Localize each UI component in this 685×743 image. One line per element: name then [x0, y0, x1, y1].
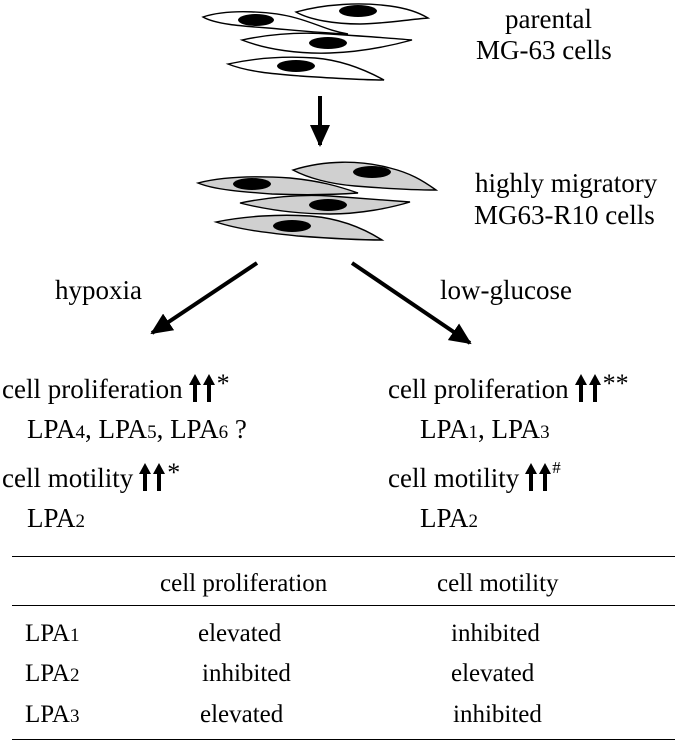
table-bottom-rule — [12, 739, 675, 740]
left-proliferation-label: cell proliferation — [2, 374, 183, 404]
left-proliferation-mark: * — [216, 369, 230, 398]
right-motility: cell motility # — [388, 459, 561, 496]
migratory-cell-4 — [213, 214, 385, 241]
right-motility-receptor: LPA2 — [420, 503, 479, 533]
right-motility-label: cell motility — [388, 463, 520, 493]
hypoxia-label: hypoxia — [55, 275, 142, 305]
left-motility: cell motility * — [2, 460, 180, 496]
table-row-1-proliferation: elevated — [198, 620, 282, 647]
table-row-2-motility: elevated — [451, 660, 535, 687]
table-row-3-label: LPA3 — [25, 701, 80, 728]
table-row-2-proliferation: inhibited — [202, 660, 291, 687]
table-header-motility: cell motility — [437, 570, 559, 597]
parental-cell-2 — [294, 3, 431, 25]
table-row-2-label: LPA2 — [25, 660, 80, 687]
double-up-arrow-icon — [139, 463, 166, 496]
table-header-proliferation: cell proliferation — [160, 570, 328, 597]
migratory-cells — [195, 161, 439, 241]
migratory-cells-label: MG63-R10 cells — [474, 200, 655, 230]
left-receptor-b: LPA5, — [98, 414, 171, 444]
parental-cell-3 — [239, 32, 413, 54]
migratory-cell-2 — [291, 161, 439, 191]
table-row-1-motility: inhibited — [451, 620, 540, 647]
left-receptor-a: LPA4, — [27, 414, 99, 444]
left-motility-receptor: LPA2 — [27, 503, 86, 533]
parental-label: parental — [505, 4, 592, 34]
left-motility-mark: * — [167, 458, 181, 487]
table-top-rule — [12, 556, 675, 557]
parental-cell-4 — [225, 56, 385, 81]
table-row-1-label: LPA1 — [25, 620, 80, 647]
right-receptor-b: LPA3 — [491, 414, 550, 444]
table-row-3-motility: inhibited — [453, 701, 542, 728]
right-receptor-a: LPA1, — [420, 414, 492, 444]
migratory-cell-1 — [195, 176, 359, 196]
left-receptor-c: LPA6 ? — [170, 414, 247, 444]
left-proliferation: cell proliferation * — [2, 371, 230, 407]
table-row-3-proliferation: elevated — [200, 701, 284, 728]
migratory-cell-3 — [239, 194, 411, 215]
parental-cells — [201, 3, 431, 81]
double-up-arrow-icon — [574, 374, 601, 407]
hypoxia-arrow — [150, 261, 259, 335]
left-receptors: LPA4, LPA5, LPA6 ? — [27, 416, 247, 443]
double-up-arrow-icon — [525, 463, 552, 496]
table-header-rule — [12, 605, 675, 606]
migratory-label: highly migratory — [475, 168, 658, 198]
right-motility-mark: # — [552, 458, 561, 477]
right-proliferation-mark: ** — [602, 369, 629, 398]
low-glucose-arrow — [350, 261, 472, 345]
parental-cell-1 — [201, 11, 349, 35]
right-proliferation-label: cell proliferation — [388, 374, 569, 404]
low-glucose-label: low-glucose — [440, 275, 572, 305]
right-receptors: LPA1, LPA3 — [420, 416, 550, 443]
left-motility-label: cell motility — [2, 463, 134, 493]
right-proliferation: cell proliferation ** — [388, 371, 629, 407]
double-up-arrow-icon — [188, 374, 215, 407]
parental-cells-label: MG-63 cells — [476, 35, 612, 65]
